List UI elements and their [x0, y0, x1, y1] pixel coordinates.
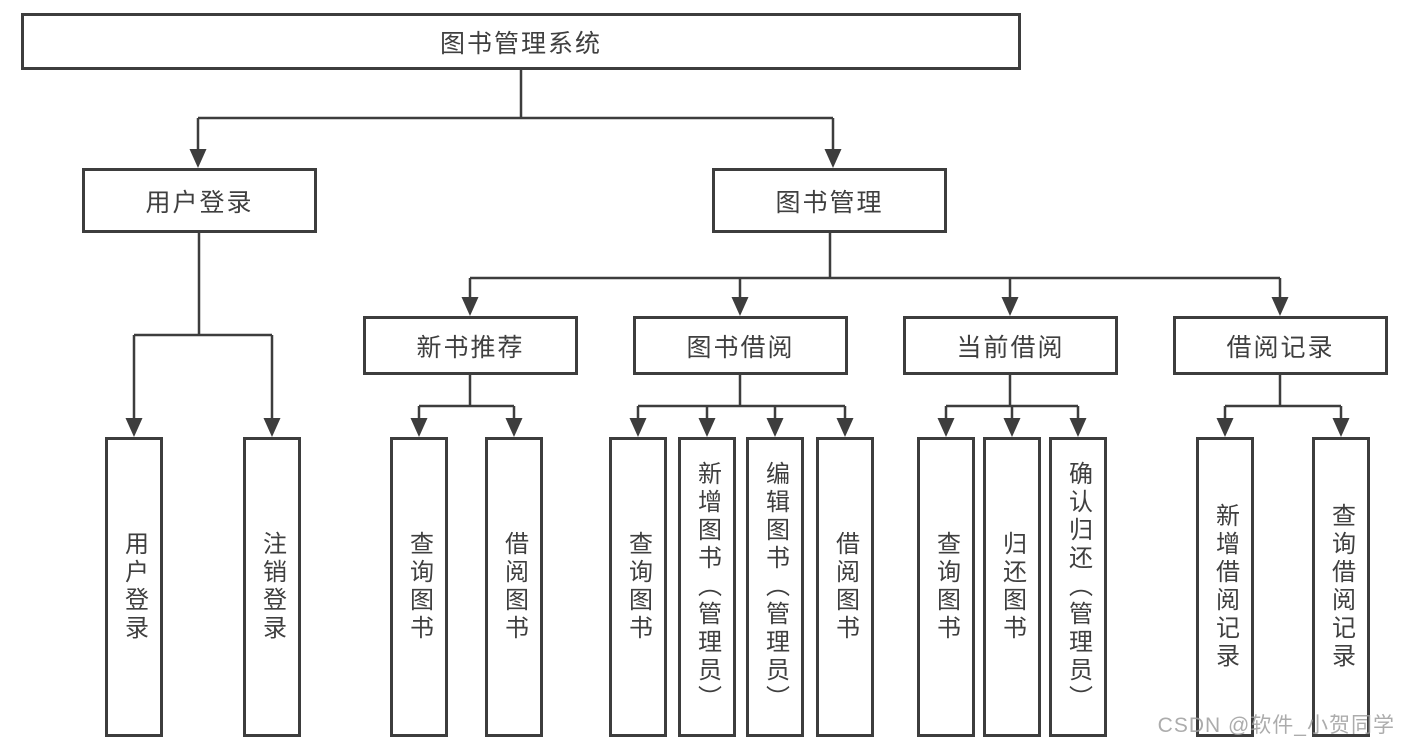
node-borrow-records-label: 借阅记录	[1226, 333, 1335, 362]
leaf-confirm-return-admin-label: 确认归还（管理员）	[1064, 461, 1092, 713]
node-user-login-label: 用户登录	[145, 188, 254, 217]
leaf-query-borrow-record-label: 查询借阅记录	[1327, 503, 1355, 671]
node-book-borrow: 图书借阅	[633, 316, 848, 375]
node-book-management-label: 图书管理	[775, 188, 884, 217]
node-library-system: 图书管理系统	[21, 13, 1021, 70]
node-new-book-recommend-label: 新书推荐	[416, 333, 525, 362]
leaf-query-borrow-record: 查询借阅记录	[1312, 437, 1370, 737]
leaf-return-books: 归还图书	[983, 437, 1041, 737]
leaf-return-books-label: 归还图书	[998, 531, 1026, 643]
leaf-borrow-books-2: 借阅图书	[816, 437, 874, 737]
leaf-logout-label: 注销登录	[258, 531, 286, 643]
leaf-query-books-2-label: 查询图书	[624, 531, 652, 643]
leaf-query-books-3-label: 查询图书	[932, 531, 960, 643]
leaf-edit-books-admin-label: 编辑图书（管理员）	[761, 461, 789, 713]
leaf-add-books-admin-label: 新增图书（管理员）	[693, 461, 721, 713]
node-book-management: 图书管理	[712, 168, 947, 233]
leaf-add-borrow-record: 新增借阅记录	[1196, 437, 1254, 737]
csdn-watermark: CSDN @软件_小贺同学	[1157, 714, 1395, 737]
leaf-edit-books-admin: 编辑图书（管理员）	[746, 437, 804, 737]
node-new-book-recommend: 新书推荐	[363, 316, 578, 375]
node-current-borrow-label: 当前借阅	[956, 333, 1065, 362]
node-book-borrow-label: 图书借阅	[686, 333, 795, 362]
leaf-confirm-return-admin: 确认归还（管理员）	[1049, 437, 1107, 737]
leaf-borrow-books-1-label: 借阅图书	[500, 531, 528, 643]
leaf-query-books-2: 查询图书	[609, 437, 667, 737]
leaf-add-books-admin: 新增图书（管理员）	[678, 437, 736, 737]
leaf-borrow-books-2-label: 借阅图书	[831, 531, 859, 643]
leaf-query-books-3: 查询图书	[917, 437, 975, 737]
leaf-user-login: 用户登录	[105, 437, 163, 737]
node-library-system-label: 图书管理系统	[439, 29, 602, 58]
leaf-borrow-books-1: 借阅图书	[485, 437, 543, 737]
node-current-borrow: 当前借阅	[903, 316, 1118, 375]
leaf-query-books-1: 查询图书	[390, 437, 448, 737]
node-borrow-records: 借阅记录	[1173, 316, 1388, 375]
node-user-login: 用户登录	[82, 168, 317, 233]
leaf-logout: 注销登录	[243, 437, 301, 737]
leaf-user-login-label: 用户登录	[120, 531, 148, 643]
leaf-add-borrow-record-label: 新增借阅记录	[1211, 503, 1239, 671]
leaf-query-books-1-label: 查询图书	[405, 531, 433, 643]
